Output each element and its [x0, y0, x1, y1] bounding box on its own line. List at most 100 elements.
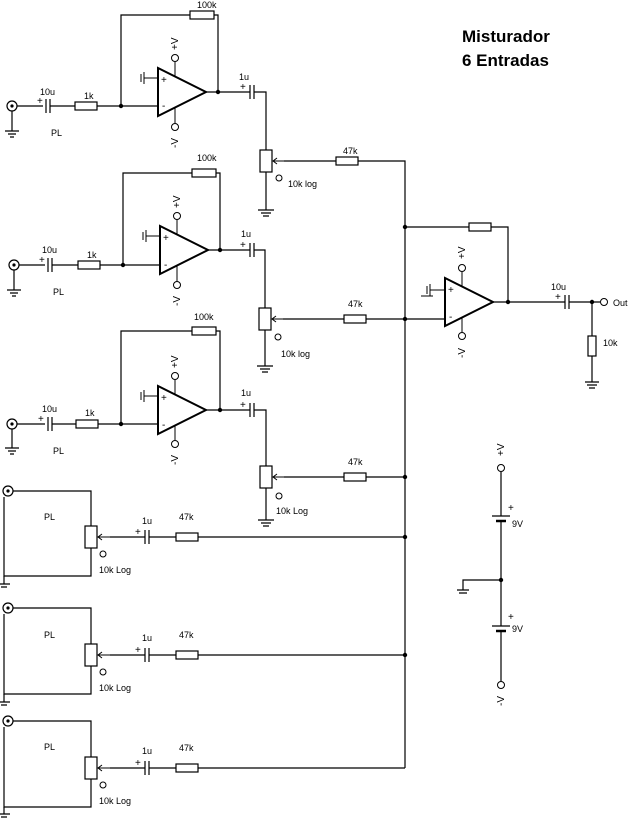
mix-resistor-5 [175, 650, 199, 660]
mix-opamp-icon [444, 276, 496, 328]
opamp-minus-sign: - [449, 312, 452, 323]
title-line-1: Misturador [462, 27, 550, 46]
preamp-stage-3: + 10u PL 1k 100k + - +V -V + 1u 10k Log [5, 312, 405, 527]
feedback-resistor-2-label: 100k [197, 153, 217, 163]
vplus-terminal [497, 464, 505, 472]
mix-resistor-2-label: 47k [348, 299, 363, 309]
preamp-stage-1: + 10u PL 1k 100k + - +V -V + 1u [5, 0, 406, 227]
input-capacitor-3-label: 10u [42, 404, 57, 414]
polarity-plus: + [135, 527, 141, 538]
input-resistor-3 [75, 419, 99, 429]
vminus-label: -V [457, 348, 468, 358]
opamp-3-icon [157, 384, 209, 436]
mix-amplifier: + - +V -V + 10u Out 10k [405, 222, 628, 389]
mix-resistor-2 [343, 314, 367, 324]
output-capacitor-label: 10u [551, 282, 566, 292]
opamp-minus-sign: - [164, 260, 167, 271]
opamp-1-icon [157, 66, 209, 118]
feedback-resistor-1 [189, 10, 215, 20]
input-capacitor-2-label: 10u [42, 245, 57, 255]
input-jack-2-icon [7, 259, 21, 297]
mix-resistor-4-label: 47k [179, 512, 194, 522]
title-line-2: 6 Entradas [462, 51, 549, 70]
input-resistor-1-label: 1k [84, 91, 94, 101]
polarity-plus: + [240, 240, 246, 251]
opamp-minus-sign: - [162, 101, 165, 112]
input-capacitor-5-label: 1u [142, 633, 152, 643]
vplus-label: +V [170, 355, 181, 368]
output-capacitor-2-label: 1u [241, 229, 251, 239]
mix-resistor-1 [335, 156, 359, 166]
battery-plus-sign: + [508, 612, 514, 623]
opamp-2-icon [159, 224, 211, 276]
battery-1-label: 9V [512, 519, 523, 529]
feedback-resistor-2 [191, 168, 217, 178]
feedback-resistor-3 [191, 326, 217, 336]
mix-resistor-4 [175, 532, 199, 542]
mix-resistor-1-label: 47k [343, 146, 358, 156]
output-capacitor-1-label: 1u [239, 72, 249, 82]
pl-label-5: PL [44, 630, 55, 640]
mix-resistor-6-label: 47k [179, 743, 194, 753]
volume-pot-5 [84, 643, 98, 667]
pl-label-6: PL [44, 742, 55, 752]
polarity-plus: + [39, 255, 45, 266]
opamp-plus-sign: + [163, 233, 169, 244]
input-capacitor-4-label: 1u [142, 516, 152, 526]
polarity-plus: + [37, 96, 43, 107]
vminus-label: -V [496, 696, 507, 706]
line-input-6: PL 10k Log + 1u 47k [0, 715, 405, 818]
vminus-label: -V [170, 455, 181, 465]
battery-plus-sign: + [508, 503, 514, 514]
vplus-label: +V [172, 195, 183, 208]
output-capacitor-3-label: 1u [241, 388, 251, 398]
load-resistor [587, 335, 597, 357]
opamp-plus-sign: + [448, 285, 454, 296]
summing-bus [402, 224, 408, 768]
vminus-label: -V [170, 138, 181, 148]
feedback-resistor-1-label: 100k [197, 0, 217, 10]
input-resistor-2 [77, 260, 101, 270]
load-resistor-label: 10k [603, 338, 618, 348]
input-resistor-1 [74, 101, 98, 111]
power-supply: +V + 9V + 9V -V [457, 443, 523, 706]
vminus-terminal [497, 681, 505, 689]
input-capacitor-1: + [37, 96, 51, 113]
line-input-5: PL 10k Log + 1u 47k [0, 602, 405, 706]
volume-pot-6-label: 10k Log [99, 796, 131, 806]
polarity-plus: + [135, 645, 141, 656]
input-resistor-2-label: 1k [87, 250, 97, 260]
polarity-plus: + [240, 400, 246, 411]
polarity-plus: + [38, 414, 44, 425]
polarity-plus: + [240, 82, 246, 93]
pl-label-3: PL [53, 446, 64, 456]
input-jack-1-icon [5, 100, 19, 138]
volume-pot-3-label: 10k Log [276, 506, 308, 516]
volume-pot-6 [84, 756, 98, 780]
output-terminal [600, 298, 608, 306]
vplus-label: +V [457, 246, 468, 259]
pl-label-2: PL [53, 287, 64, 297]
opamp-plus-sign: + [161, 75, 167, 86]
input-capacitor-6-label: 1u [142, 746, 152, 756]
preamp-stage-2: + 10u PL 1k 100k + - +V -V + 1u 10k log [7, 153, 405, 373]
mix-resistor-6 [175, 763, 199, 773]
pl-label-1: PL [51, 128, 62, 138]
mix-resistor-5-label: 47k [179, 630, 194, 640]
mix-feedback-resistor [468, 222, 492, 232]
polarity-plus: + [135, 758, 141, 769]
vplus-label: +V [496, 443, 507, 456]
line-input-4: PL 10k Log + 1u 47k [0, 485, 405, 588]
output-label: Out [613, 298, 628, 308]
volume-pot-4-label: 10k Log [99, 565, 131, 575]
mix-resistor-3-label: 47k [348, 457, 363, 467]
input-capacitor-1-label: 10u [40, 87, 55, 97]
pl-label-4: PL [44, 512, 55, 522]
volume-pot-1-label: 10k log [288, 179, 317, 189]
volume-pot-1 [259, 149, 273, 173]
mix-resistor-3 [343, 472, 367, 482]
volume-pot-2 [258, 307, 272, 331]
input-resistor-3-label: 1k [85, 408, 95, 418]
volume-pot-2-label: 10k log [281, 349, 310, 359]
